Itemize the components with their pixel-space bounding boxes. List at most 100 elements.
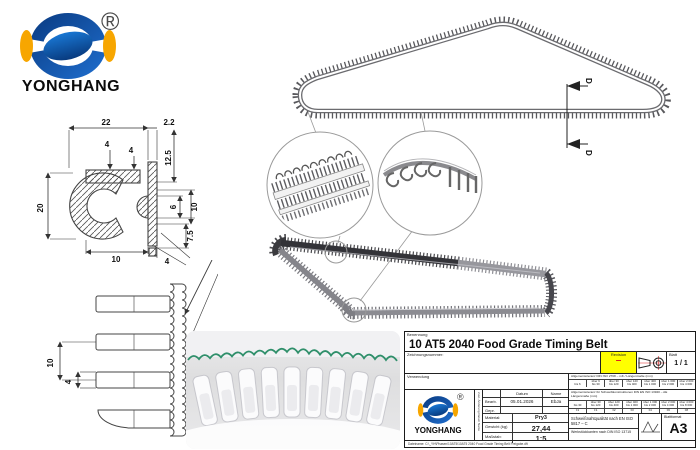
detail-circle-hooks [377, 130, 483, 236]
registered-mark: ® [101, 8, 120, 36]
titleblock-logo-cell: ® YONGHANG [405, 390, 475, 440]
approval-table: Datum Name Bearb. 05.01.2026 EbJa Gepr. … [483, 390, 569, 443]
scale-label: Maßstab: [483, 433, 513, 443]
edge-symbol-cell [639, 413, 662, 440]
belt-photo [186, 331, 400, 449]
tolerance-weld-sub: Längenmaße (mm) [571, 393, 598, 398]
weight-label: Gewicht (kg) [483, 423, 513, 432]
dimension-label: 4 [129, 146, 134, 155]
revision-strip: Zust. Änderung Datum Name [475, 390, 483, 440]
dimension-label: 12.5 [164, 150, 173, 166]
format-value: A3 [669, 420, 688, 436]
weld-quality-cell: Schweißnahtqualität nach EN ISO 5817 – C… [569, 413, 639, 440]
dimension-label: 4 [105, 140, 110, 149]
tolerance-cell: bis 30 [569, 400, 588, 408]
dimension-label: 10 [46, 358, 55, 367]
belt-photo-image [186, 331, 400, 449]
revision-label: Revision [610, 352, 627, 357]
sheet-value: 1 / 1 [674, 360, 688, 367]
dimension-label: 7.5 [186, 230, 195, 242]
sheet-label: Blatt [669, 352, 678, 357]
tolerance-value: ±6 [659, 408, 678, 413]
tolerance-value: ±1 [569, 408, 588, 413]
tolerance-value: ±8 [677, 408, 695, 413]
sheet-cell: Blatt 1 / 1 [667, 352, 695, 374]
brand-name: YONGHANG [21, 78, 121, 95]
dimension-label: 2.2 [163, 118, 175, 127]
dimension-label: 22 [102, 118, 111, 127]
tolerance-value: ±2 [605, 408, 624, 413]
callout-circle [324, 240, 348, 264]
tolerance-weld-header-cell: Allgemeintoleranz für Schweißkonstruktio… [569, 390, 695, 400]
title-cell: Benennung 10 AT5 2040 Food Grade Timing … [405, 332, 695, 352]
dimension-label: 4 [165, 257, 170, 266]
benennung-label: Benennung [407, 332, 428, 337]
scale-value: 1:5 [535, 433, 547, 443]
weld-quality-note: Schweißnahtqualität nach EN ISO 5817 – C [571, 416, 633, 427]
edges-note: Werkstückkanten nach DIN ISO 13715 [569, 428, 638, 435]
belt-loop-top-view [292, 16, 671, 119]
tolerance-weld-values: ±1 ±1 ±2 ±3 ±4 ±6 ±8 [569, 408, 695, 413]
tolerance-cell: bis 6 [569, 378, 588, 387]
material-label: Material: [483, 414, 513, 422]
bearb-name: EbJa [550, 399, 562, 404]
detail-circle-teeth [266, 131, 374, 239]
tolerance-value: ±3 [623, 408, 642, 413]
callout-circle [341, 297, 367, 323]
name-column-header: Name [550, 391, 562, 396]
usage-label: Verwendung [407, 374, 430, 379]
side-view-drawing: 10 4 [46, 260, 218, 437]
tolerance-general-cell: Allgemeintoleranz DIN ISO 2768 – mK / Lä… [569, 374, 695, 390]
material-value: Pry3 [535, 414, 547, 421]
revision-mark: – [615, 355, 622, 366]
filename-row: Dateiname: C:\_YH\Phasen\10AT5\10AT5 204… [405, 440, 695, 447]
weight-value: 27,44 [531, 423, 551, 433]
dimension-label: 4 [64, 379, 73, 384]
format-label: Blattformat [664, 415, 682, 419]
belt-teeth-row [192, 366, 392, 427]
filename-label: Dateiname: [408, 442, 425, 446]
belt-views-drawing: D D [266, 16, 671, 323]
section-marker-dd [566, 81, 588, 149]
tolerance-weld-header: Allgemeintoleranz für Schweißkonstruktio… [571, 390, 668, 394]
gepr-label: Gepr. [483, 407, 501, 413]
drawing-number-label: Zeichnungsnummer: [407, 352, 444, 357]
projection-cell [637, 352, 667, 374]
edge-symbol-icon [641, 421, 660, 433]
drawing-title: 10 AT5 2040 Food Grade Timing Belt [409, 339, 608, 351]
projection-symbol-icon [638, 356, 666, 370]
yonghang-logo-small [417, 396, 459, 424]
cross-section-drawing: 22 2.2 4 4 12.5 20 6 10 7.5 10 4 [36, 118, 199, 266]
format-cell: Blattformat A3 [662, 413, 695, 440]
bearb-label: Bearb. [483, 398, 501, 406]
green-belt-edge [187, 347, 398, 362]
drawing-number-cell: Zeichnungsnummer: [405, 352, 601, 374]
filename-value: C:\_YH\Phasen\10AT5\10AT5 2040 Food Grad… [425, 442, 528, 446]
date-column-header: Datum [501, 390, 543, 397]
section-marker-label: D [584, 150, 593, 156]
usage-cell: Verwendung [405, 374, 569, 390]
dimension-label: 20 [36, 203, 45, 212]
title-block: Benennung 10 AT5 2040 Food Grade Timing … [404, 331, 696, 448]
tolerance-value: ±1 [587, 408, 606, 413]
tolerance-general-header: Allgemeintoleranz DIN ISO 2768 – mK / Lä… [571, 374, 653, 378]
dimension-label: 6 [169, 204, 178, 209]
brand-name-small: YONGHANG [414, 426, 462, 435]
tolerance-value: ±4 [641, 408, 660, 413]
registered-mark-small: ® [457, 392, 464, 402]
